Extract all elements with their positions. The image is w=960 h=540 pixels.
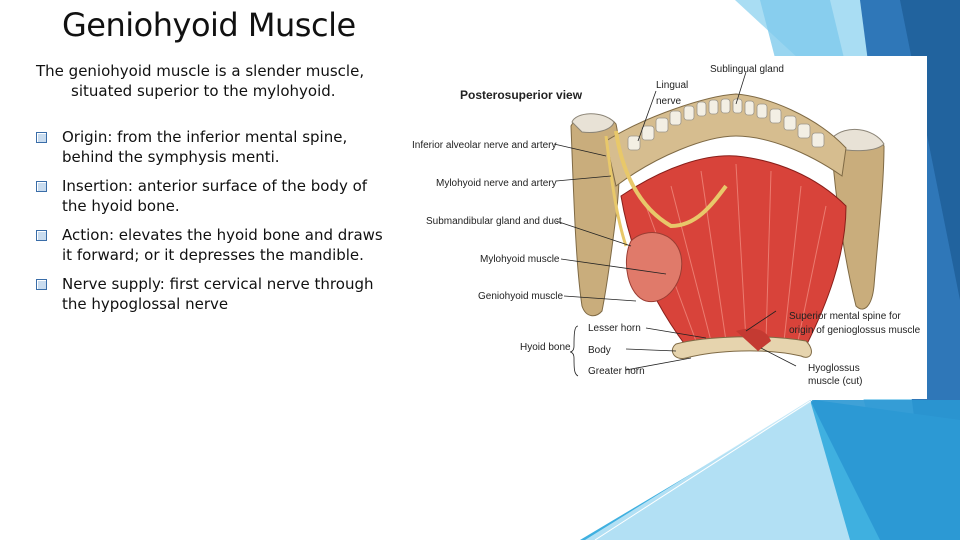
anatomy-figure: Posterosuperior view Sublingual gland Li… xyxy=(406,56,927,399)
facet-line xyxy=(594,399,813,540)
label-submandibular: Submandibular gland and duct xyxy=(426,216,562,227)
label-hyoglossus-1: Hyoglossus xyxy=(808,363,860,374)
bullet-text: Nerve supply: first cervical nerve throu… xyxy=(62,275,374,313)
bullet-nerve-supply: Nerve supply: first cervical nerve throu… xyxy=(36,275,386,314)
label-lingual-nerve-2: nerve xyxy=(656,96,682,107)
checkbox-bullet-icon xyxy=(36,230,47,241)
facet-bottom-dark xyxy=(810,400,960,540)
label-mylohyoid-muscle: Mylohyoid muscle xyxy=(480,254,560,265)
label-geniohyoid-muscle: Geniohyoid muscle xyxy=(478,291,564,302)
mandible-left-condyle xyxy=(571,113,615,133)
submandibular-gland xyxy=(625,232,683,303)
bullet-text: Insertion: anterior surface of the body … xyxy=(62,177,368,215)
lingual-nerve xyxy=(614,130,728,229)
view-label: Posterosuperior view xyxy=(460,88,583,102)
label-body: Body xyxy=(588,345,611,356)
bullet-text: Action: elevates the hyoid bone and draw… xyxy=(62,226,383,264)
bullet-text: Origin: from the inferior mental spine, … xyxy=(62,128,348,166)
label-hyoid-bone: Hyoid bone xyxy=(520,342,571,353)
bullet-action: Action: elevates the hyoid bone and draw… xyxy=(36,226,386,265)
label-hyoglossus-2: muscle (cut) xyxy=(808,376,863,387)
label-sublingual-gland: Sublingual gland xyxy=(710,64,784,75)
intro-paragraph: The geniohyoid muscle is a slender muscl… xyxy=(36,62,365,100)
hyoid-brace xyxy=(569,325,579,377)
hyoglossus-muscle xyxy=(736,328,771,351)
leader-lines xyxy=(553,71,797,371)
label-lingual-nerve-1: Lingual xyxy=(656,80,689,91)
label-mental-spine-1: Superior mental spine for xyxy=(789,311,901,322)
mandible-right-condyle xyxy=(831,128,885,152)
hyoid-bone xyxy=(671,336,812,360)
checkbox-bullet-icon xyxy=(36,132,47,143)
bullet-origin: Origin: from the inferior mental spine, … xyxy=(36,128,386,167)
label-mental-spine-2: origin of genioglossus muscle xyxy=(789,325,921,336)
label-inferior-alveolar: Inferior alveolar nerve and artery xyxy=(412,140,557,151)
teeth-row xyxy=(627,98,825,151)
label-lesser-horn: Lesser horn xyxy=(588,323,641,334)
anatomy-illustration xyxy=(553,71,885,377)
label-greater-horn: Greater horn xyxy=(588,366,645,377)
inferior-alveolar-nerve xyxy=(604,135,628,247)
label-mylohyoid-nerve: Mylohyoid nerve and artery xyxy=(436,178,557,189)
facet-bottom-light xyxy=(585,400,850,540)
checkbox-bullet-icon xyxy=(36,279,47,290)
slide-title: Geniohyoid Muscle xyxy=(62,6,356,44)
bullet-list: Origin: from the inferior mental spine, … xyxy=(36,128,386,324)
mylohyoid-muscle xyxy=(620,155,847,347)
bullet-insertion: Insertion: anterior surface of the body … xyxy=(36,177,386,216)
checkbox-bullet-icon xyxy=(36,181,47,192)
